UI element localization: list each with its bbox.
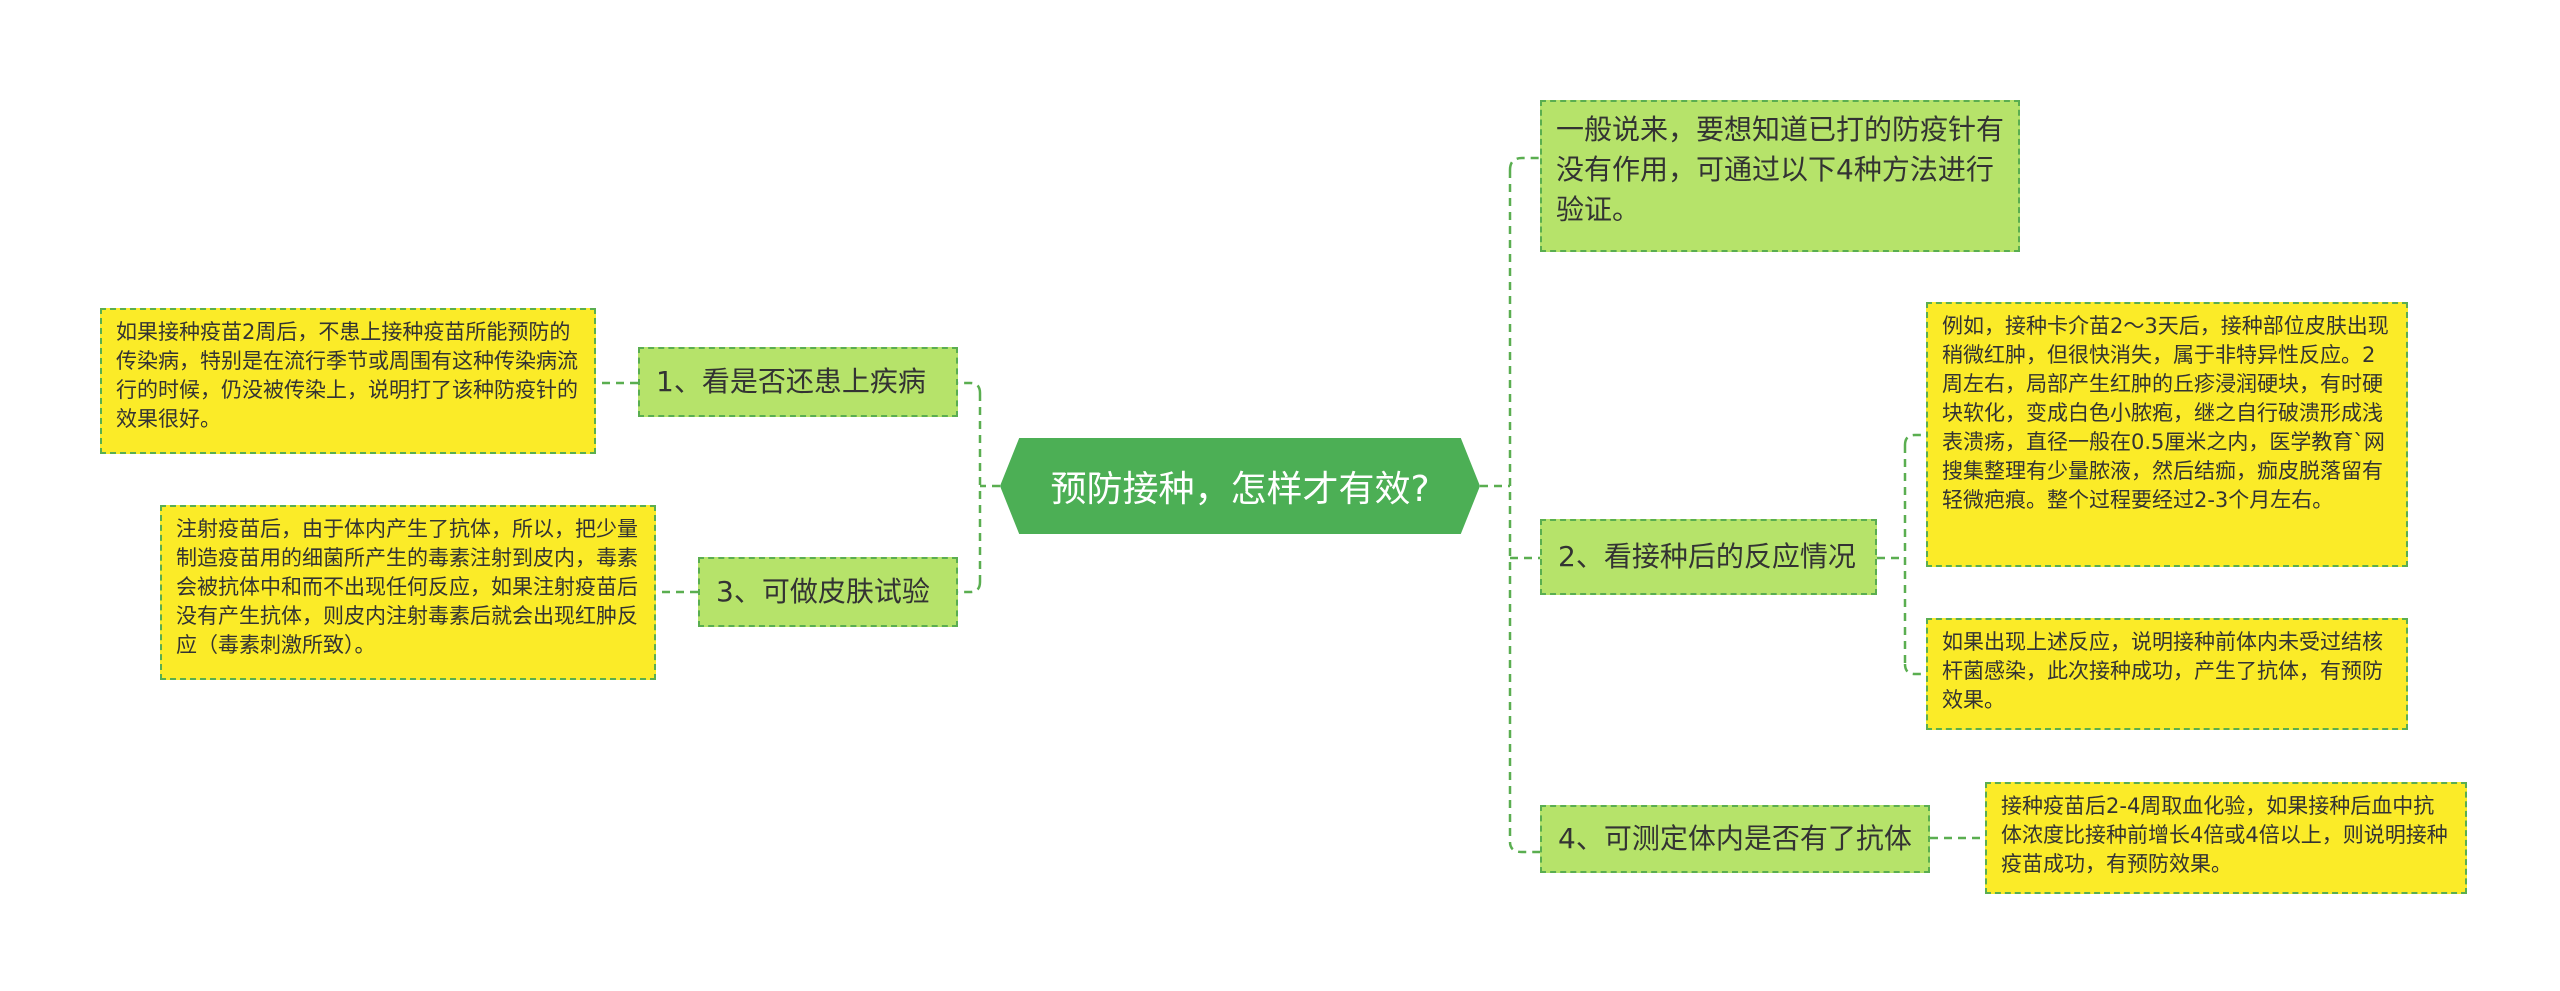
branch-b1[interactable]: 1、看是否还患上疾病 bbox=[638, 347, 958, 417]
connector-intro bbox=[1508, 156, 1540, 171]
root-topic[interactable]: 预防接种，怎样才有效? bbox=[1000, 438, 1480, 534]
detail-b1: 如果接种疫苗2周后，不患上接种疫苗所能预防的传染病，特别是在流行季节或周围有这种… bbox=[100, 308, 596, 454]
detail-b2-2: 如果出现上述反应，说明接种前体内未受过结核杆菌感染，此次接种成功，产生了抗体，有… bbox=[1926, 618, 2408, 730]
connector-b3 bbox=[958, 581, 982, 594]
branch-b3[interactable]: 3、可做皮肤试验 bbox=[698, 557, 958, 627]
branch-b2[interactable]: 2、看接种后的反应情况 bbox=[1540, 519, 1877, 595]
connector-b2-detail-2 bbox=[1903, 663, 1926, 676]
connector-b1 bbox=[958, 381, 982, 394]
detail-b3: 注射疫苗后，由于体内产生了抗体，所以，把少量制造疫苗用的细菌所产生的毒素注射到皮… bbox=[160, 505, 656, 680]
branch-b4[interactable]: 4、可测定体内是否有了抗体 bbox=[1540, 805, 1930, 873]
intro-node[interactable]: 一般说来，要想知道已打的防疫针有没有作用，可通过以下4种方法进行验证。 bbox=[1540, 100, 2020, 252]
detail-b2-1: 例如，接种卡介苗2～3天后，接种部位皮肤出现稍微红肿，但很快消失，属于非特异性反… bbox=[1926, 302, 2408, 567]
detail-b4: 接种疫苗后2-4周取血化验，如果接种后血中抗体浓度比接种前增长4倍或4倍以上，则… bbox=[1985, 782, 2467, 894]
connector-b4 bbox=[1508, 841, 1540, 854]
connector-b2-detail-1 bbox=[1903, 433, 1926, 446]
